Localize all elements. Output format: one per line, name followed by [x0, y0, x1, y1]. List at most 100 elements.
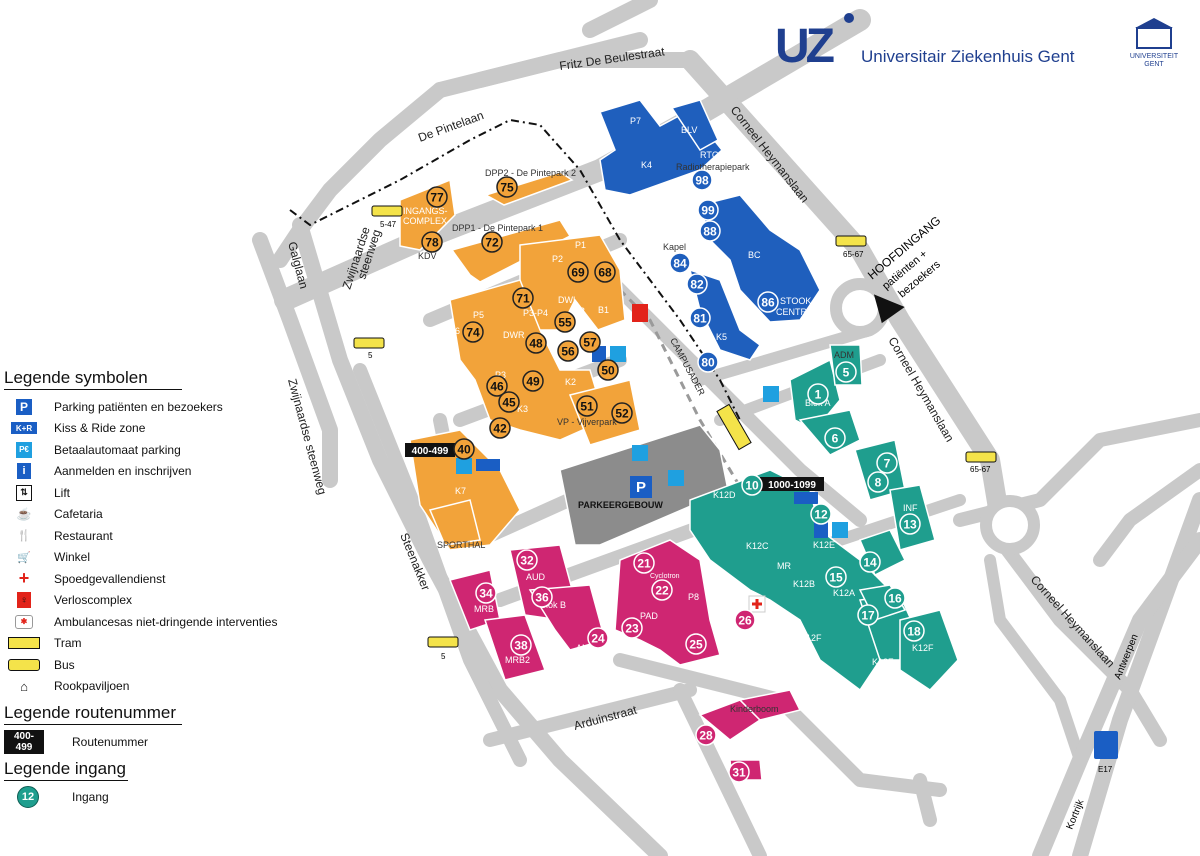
- entrance-circle[interactable]: [489, 417, 511, 439]
- entrance-circle[interactable]: [525, 332, 547, 354]
- entrance-circle[interactable]: [867, 471, 889, 493]
- entrance-48-marker[interactable]: 48: [525, 332, 547, 354]
- entrance-circle[interactable]: [496, 176, 518, 198]
- entrance-circle[interactable]: [498, 391, 520, 413]
- entrance-57-marker[interactable]: 57: [579, 331, 601, 353]
- entrance-14-marker[interactable]: 14: [859, 551, 881, 573]
- entrance-circle[interactable]: [510, 634, 532, 656]
- entrance-circle[interactable]: [757, 291, 779, 313]
- entrance-circle[interactable]: [531, 586, 553, 608]
- entrance-circle[interactable]: [669, 252, 691, 274]
- entrance-68-marker[interactable]: 68: [594, 261, 616, 283]
- entrance-26-marker[interactable]: 26: [734, 609, 756, 631]
- entrance-circle[interactable]: [824, 427, 846, 449]
- entrance-circle[interactable]: [728, 761, 750, 783]
- entrance-99-marker[interactable]: 99: [697, 199, 719, 221]
- entrance-80-marker[interactable]: 80: [697, 351, 719, 373]
- entrance-36-marker[interactable]: 36: [531, 586, 553, 608]
- entrance-46-marker[interactable]: 46: [486, 375, 508, 397]
- entrance-71-marker[interactable]: 71: [512, 287, 534, 309]
- entrance-circle[interactable]: [567, 261, 589, 283]
- entrance-98-marker[interactable]: 98: [691, 169, 713, 191]
- entrance-78-marker[interactable]: 78: [421, 231, 443, 253]
- entrance-16-marker[interactable]: 16: [884, 587, 906, 609]
- entrance-circle[interactable]: [859, 551, 881, 573]
- entrance-circle[interactable]: [512, 287, 534, 309]
- entrance-circle[interactable]: [597, 359, 619, 381]
- entrance-circle[interactable]: [611, 402, 633, 424]
- entrance-circle[interactable]: [554, 311, 576, 333]
- entrance-88-marker[interactable]: 88: [699, 220, 721, 242]
- entrance-15-marker[interactable]: 15: [825, 566, 847, 588]
- entrance-72-marker[interactable]: 72: [481, 231, 503, 253]
- entrance-21-marker[interactable]: 21: [633, 552, 655, 574]
- entrance-74-marker[interactable]: 74: [462, 321, 484, 343]
- entrance-28-marker[interactable]: 28: [695, 724, 717, 746]
- entrance-77-marker[interactable]: 77: [426, 186, 448, 208]
- entrance-circle[interactable]: [807, 383, 829, 405]
- entrance-75-marker[interactable]: 75: [496, 176, 518, 198]
- entrance-1-marker[interactable]: 1: [807, 383, 829, 405]
- entrance-25-marker[interactable]: 25: [685, 633, 707, 655]
- entrance-circle[interactable]: [516, 549, 538, 571]
- entrance-circle[interactable]: [695, 724, 717, 746]
- entrance-circle[interactable]: [857, 604, 879, 626]
- entrance-34-marker[interactable]: 34: [475, 582, 497, 604]
- entrance-circle[interactable]: [691, 169, 713, 191]
- entrance-45-marker[interactable]: 45: [498, 391, 520, 413]
- entrance-circle[interactable]: [741, 474, 763, 496]
- entrance-circle[interactable]: [697, 351, 719, 373]
- entrance-circle[interactable]: [903, 620, 925, 642]
- entrance-circle[interactable]: [557, 340, 579, 362]
- entrance-50-marker[interactable]: 50: [597, 359, 619, 381]
- entrance-circle[interactable]: [486, 375, 508, 397]
- entrance-49-marker[interactable]: 49: [522, 370, 544, 392]
- entrance-42-marker[interactable]: 42: [489, 417, 511, 439]
- entrance-7-marker[interactable]: 7: [876, 452, 898, 474]
- entrance-circle[interactable]: [522, 370, 544, 392]
- entrance-circle[interactable]: [899, 513, 921, 535]
- entrance-18-marker[interactable]: 18: [903, 620, 925, 642]
- entrance-82-marker[interactable]: 82: [686, 273, 708, 295]
- entrance-circle[interactable]: [734, 609, 756, 631]
- entrance-13-marker[interactable]: 13: [899, 513, 921, 535]
- entrance-81-marker[interactable]: 81: [689, 307, 711, 329]
- entrance-circle[interactable]: [651, 579, 673, 601]
- entrance-circle[interactable]: [579, 331, 601, 353]
- entrance-circle[interactable]: [587, 627, 609, 649]
- entrance-84-marker[interactable]: 84: [669, 252, 691, 274]
- entrance-38-marker[interactable]: 38: [510, 634, 532, 656]
- entrance-10-marker[interactable]: 10: [741, 474, 763, 496]
- entrance-circle[interactable]: [699, 220, 721, 242]
- entrance-circle[interactable]: [621, 617, 643, 639]
- entrance-circle[interactable]: [825, 566, 847, 588]
- entrance-86-marker[interactable]: 86: [757, 291, 779, 313]
- entrance-5-marker[interactable]: 5: [835, 361, 857, 383]
- entrance-40-marker[interactable]: 40: [453, 438, 475, 460]
- entrance-31-marker[interactable]: 31: [728, 761, 750, 783]
- entrance-circle[interactable]: [633, 552, 655, 574]
- entrance-69-marker[interactable]: 69: [567, 261, 589, 283]
- entrance-circle[interactable]: [462, 321, 484, 343]
- entrance-circle[interactable]: [453, 438, 475, 460]
- entrance-circle[interactable]: [686, 273, 708, 295]
- entrance-17-marker[interactable]: 17: [857, 604, 879, 626]
- entrance-circle[interactable]: [689, 307, 711, 329]
- entrance-circle[interactable]: [421, 231, 443, 253]
- entrance-circle[interactable]: [576, 395, 598, 417]
- entrance-23-marker[interactable]: 23: [621, 617, 643, 639]
- entrance-32-marker[interactable]: 32: [516, 549, 538, 571]
- entrance-6-marker[interactable]: 6: [824, 427, 846, 449]
- entrance-22-marker[interactable]: 22: [651, 579, 673, 601]
- entrance-circle[interactable]: [685, 633, 707, 655]
- entrance-circle[interactable]: [475, 582, 497, 604]
- entrance-circle[interactable]: [876, 452, 898, 474]
- entrance-circle[interactable]: [835, 361, 857, 383]
- entrance-8-marker[interactable]: 8: [867, 471, 889, 493]
- entrance-circle[interactable]: [810, 503, 832, 525]
- entrance-24-marker[interactable]: 24: [587, 627, 609, 649]
- entrance-circle[interactable]: [594, 261, 616, 283]
- entrance-55-marker[interactable]: 55: [554, 311, 576, 333]
- entrance-52-marker[interactable]: 52: [611, 402, 633, 424]
- entrance-56-marker[interactable]: 56: [557, 340, 579, 362]
